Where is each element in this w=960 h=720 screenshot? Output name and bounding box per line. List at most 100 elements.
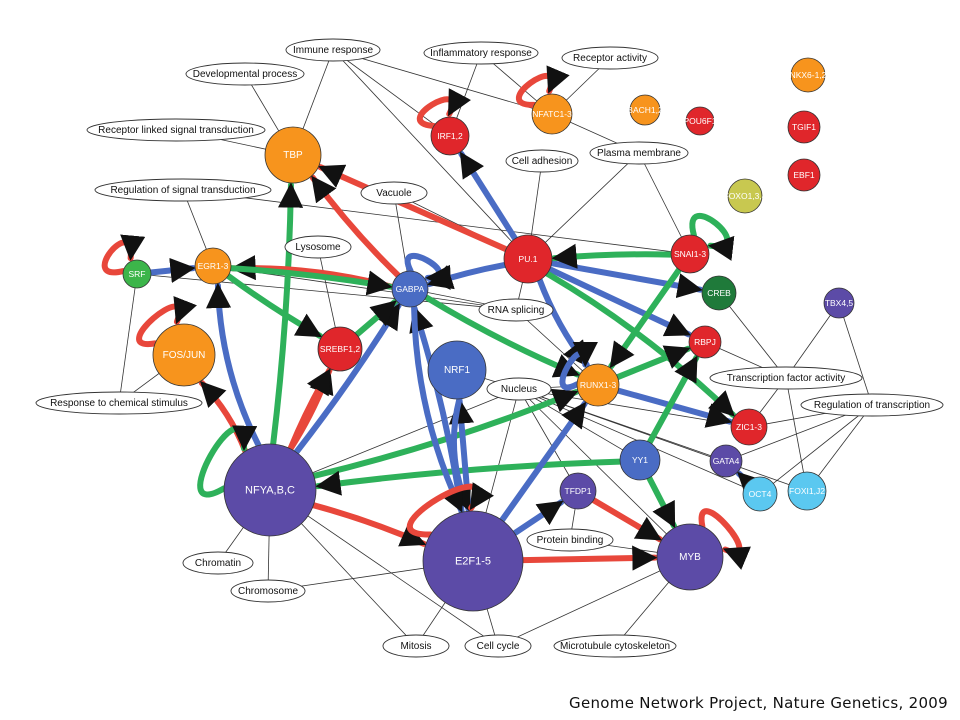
tf-node-label: MYB xyxy=(679,552,701,563)
tf-node-foxo: FOXO1,3,4 xyxy=(724,178,767,214)
go-term-label: Response to chemical stimulus xyxy=(50,398,188,409)
annotation-line xyxy=(182,189,691,255)
regulation-edge xyxy=(423,294,581,378)
go-term-rlst: Receptor linked signal transduction xyxy=(86,118,266,142)
go-term-ellipse xyxy=(86,118,266,142)
tf-node-circle xyxy=(688,325,722,359)
go-term-lyso: Lysosome xyxy=(284,235,352,259)
regulation-edge xyxy=(614,345,692,381)
tf-node-circle xyxy=(422,510,524,612)
go-term-label: Cell adhesion xyxy=(512,156,573,167)
regulation-edge xyxy=(646,474,677,529)
go-term-chromosome: Chromosome xyxy=(230,579,306,603)
tf-node-circle xyxy=(685,106,715,136)
tf-node-label: TBP xyxy=(283,150,303,161)
figure-caption: Genome Network Project, Nature Genetics,… xyxy=(569,694,948,712)
tf-node-ebf1: EBF1 xyxy=(787,158,821,192)
go-term-label: Regulation of transcription xyxy=(814,400,930,411)
tf-node-label: SNAI1-3 xyxy=(674,249,706,259)
go-term-ellipse xyxy=(589,141,689,165)
self-loop-edge xyxy=(406,482,494,538)
tf-node-label: OCT4 xyxy=(749,489,772,499)
regulation-edge xyxy=(544,270,737,418)
tf-node-label: FOXO1,3,4 xyxy=(724,191,767,201)
tf-node-gabpa: GABPA xyxy=(391,270,429,308)
annotation-line xyxy=(759,404,873,495)
go-term-label: Chromatin xyxy=(195,558,241,569)
tf-node-circle xyxy=(427,340,487,400)
go-term-label: Chromosome xyxy=(238,586,298,597)
annotation-line xyxy=(332,49,529,260)
go-term-chromatin: Chromatin xyxy=(182,551,254,575)
tf-node-foxij: FOXI1,J2 xyxy=(787,471,827,511)
regulation-edge xyxy=(317,164,510,253)
tf-node-oct4: OCT4 xyxy=(742,476,778,512)
go-term-ellipse xyxy=(709,366,863,390)
go-term-mitosis: Mitosis xyxy=(382,634,450,658)
regulation-edge xyxy=(309,174,402,279)
go-term-ellipse xyxy=(423,41,539,65)
go-term-label: Developmental process xyxy=(193,69,298,80)
go-term-label: Mitosis xyxy=(400,641,431,652)
go-term-ellipse xyxy=(464,634,532,658)
tf-node-label: POU6F1 xyxy=(683,116,716,126)
go-term-label: Plasma membrane xyxy=(597,148,681,159)
tf-node-nkx: NKX6-1,2 xyxy=(790,57,827,93)
go-term-label: Inflammatory response xyxy=(430,48,532,59)
annotation-line xyxy=(136,273,517,311)
go-term-ellipse xyxy=(561,46,659,70)
tf-node-pu1: PU.1 xyxy=(503,234,553,284)
tf-node-label: TGIF1 xyxy=(792,122,816,132)
annotation-line xyxy=(518,388,579,492)
tf-node-circle xyxy=(122,259,152,289)
tf-node-srebf: SREBF1,2 xyxy=(317,326,363,372)
go-term-label: RNA splicing xyxy=(488,305,545,316)
regulation-edge xyxy=(227,265,394,296)
tf-node-label: YY1 xyxy=(632,455,648,465)
regulation-edge xyxy=(590,497,663,543)
tf-node-label: ZIC1-3 xyxy=(736,422,762,432)
tf-node-circle xyxy=(742,476,778,512)
regulation-edge xyxy=(411,303,465,514)
tf-node-label: PU.1 xyxy=(519,254,538,264)
go-term-label: Regulation of signal transduction xyxy=(110,185,255,196)
tf-node-label: GABPA xyxy=(396,284,425,294)
tf-node-label: IRF1,2 xyxy=(437,131,463,141)
tf-node-label: RUNX1-3 xyxy=(580,380,617,390)
tf-node-label: GATA4 xyxy=(713,456,740,466)
regulation-edge xyxy=(646,354,700,446)
tf-node-label: NFATC1-3 xyxy=(532,109,572,119)
tf-node-label: RBPJ xyxy=(694,337,716,347)
tf-node-label: EBF1 xyxy=(793,170,815,180)
go-term-label: Protein binding xyxy=(537,535,604,546)
tf-node-label: TFDP1 xyxy=(565,486,592,496)
tf-node-e2f: E2F1-5 xyxy=(422,510,524,612)
annotation-line xyxy=(527,152,640,260)
tf-node-nrf1: NRF1 xyxy=(427,340,487,400)
tf-node-circle xyxy=(787,471,827,511)
tf-node-circle xyxy=(391,270,429,308)
tf-node-circle xyxy=(503,234,553,284)
regulation-edge xyxy=(310,502,427,547)
tf-node-label: CREB xyxy=(707,288,731,298)
tf-node-circle xyxy=(727,178,763,214)
annotation-line xyxy=(332,49,451,137)
go-term-ellipse xyxy=(505,149,579,173)
tf-node-pou6f1: POU6F1 xyxy=(683,106,717,136)
go-term-regtx: Regulation of transcription xyxy=(800,393,944,417)
tf-node-circle xyxy=(317,326,363,372)
tf-node-circle xyxy=(223,443,317,537)
tf-node-circle xyxy=(709,444,743,478)
go-term-label: Receptor activity xyxy=(573,53,647,64)
tf-node-label: EGR1-3 xyxy=(198,261,229,271)
self-loop-edge xyxy=(698,508,751,570)
tf-node-circle xyxy=(264,126,322,184)
go-term-celladh: Cell adhesion xyxy=(505,149,579,173)
annotation-line xyxy=(497,556,691,647)
regulation-edge xyxy=(458,150,519,242)
go-term-vacuole: Vacuole xyxy=(360,181,428,205)
self-loop-edge xyxy=(515,65,570,108)
go-term-label: Transcription factor activity xyxy=(727,373,846,384)
go-term-dev: Developmental process xyxy=(185,62,305,86)
regulation-edge xyxy=(615,387,733,428)
